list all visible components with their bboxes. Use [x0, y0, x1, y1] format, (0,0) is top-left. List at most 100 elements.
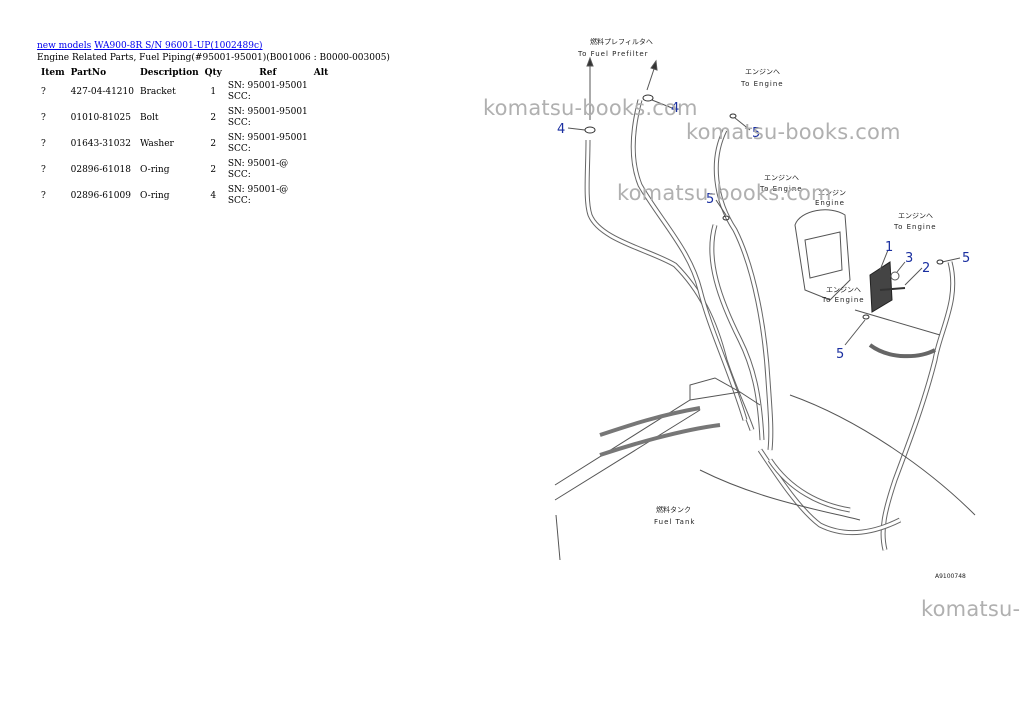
o-ring-part — [722, 215, 730, 221]
cell-alt — [311, 131, 337, 157]
header-ref: Ref — [259, 67, 277, 78]
ref-scc: SCC: — [227, 118, 251, 128]
bolt-part — [879, 287, 906, 291]
leader-line — [844, 319, 866, 346]
cell-item: ? — [41, 138, 46, 149]
cell-item: ? — [41, 190, 46, 201]
label-engine-en-1: To Engine — [740, 80, 784, 88]
cell-partno: 427-04-41210 — [70, 86, 134, 97]
tank-pipe — [599, 406, 701, 437]
callout-4: 4 — [671, 101, 679, 116]
callout-5: 5 — [706, 192, 714, 207]
label-engine-jp-1: エンジンへ — [745, 68, 780, 76]
cell-alt — [311, 183, 337, 209]
cell-item: ? — [41, 112, 46, 123]
fuel-hose-inner — [758, 449, 901, 535]
leader-line — [734, 117, 751, 131]
bracket-part — [869, 261, 893, 313]
fuel-hose-inner — [881, 261, 955, 551]
ref-scc: SCC: — [227, 92, 251, 102]
label-engine-en-4: To Engine — [821, 296, 865, 304]
o-ring-part — [584, 126, 596, 134]
leader-line — [896, 261, 906, 273]
cell-alt — [311, 157, 337, 183]
leader-line — [651, 99, 673, 109]
cell-description: Washer — [139, 138, 174, 149]
leader-line — [904, 267, 923, 286]
engine-block — [794, 209, 851, 301]
label-prefilter-jp: 燃料プレフィルタへ — [590, 37, 653, 46]
table-row: ? 02896-61018 O-ring 2 SN: 95001-@SCC: — [35, 157, 337, 183]
tank-outline — [689, 377, 741, 400]
table-row: ? 02896-61009 O-ring 4 SN: 95001-@SCC: — [35, 183, 337, 209]
parts-table: Item PartNo Description Qty Ref Alt ? 42… — [35, 66, 337, 209]
cell-partno: 02896-61018 — [70, 164, 131, 175]
cell-description: Bracket — [139, 86, 176, 97]
fuel-hose-inner — [768, 459, 851, 512]
leader-line — [941, 257, 961, 263]
tank-outline — [789, 394, 976, 516]
label-prefilter-en: To Fuel Prefilter — [577, 50, 649, 58]
fuel-hose — [880, 261, 956, 551]
header-partno: PartNo — [70, 67, 107, 78]
o-ring-part — [936, 259, 944, 265]
ref-sn: SN: 95001-95001 — [227, 107, 308, 117]
washer-part — [890, 271, 900, 281]
fuel-hose-inner — [714, 129, 773, 451]
label-engine-jp-4: エンジンへ — [826, 286, 861, 294]
cell-qty: 2 — [210, 138, 217, 149]
fuel-hose — [757, 448, 902, 536]
label-engine-en-2: To Engine — [759, 185, 803, 193]
cell-alt — [311, 105, 337, 131]
cell-partno: 01643-31032 — [70, 138, 131, 149]
leader-line — [567, 127, 586, 131]
tank-outline — [554, 409, 701, 501]
cell-description: O-ring — [139, 164, 170, 175]
o-ring-part — [729, 113, 737, 119]
arrow-line — [646, 65, 656, 91]
callout-5: 5 — [962, 251, 970, 266]
watermark: komatsu-books.com — [686, 120, 901, 144]
tank-pipe — [599, 423, 721, 457]
leader-line — [715, 199, 727, 216]
ref-sn: SN: 95001-95001 — [227, 81, 308, 91]
breadcrumb-link-new-models[interactable]: new models — [37, 41, 92, 51]
breadcrumb-link-model[interactable]: WA900-8R S/N 96001-UP(1002489c) — [94, 41, 263, 51]
callout-5: 5 — [752, 126, 760, 141]
cell-qty: 1 — [210, 86, 217, 97]
header-description: Description — [139, 67, 199, 78]
ref-scc: SCC: — [227, 196, 251, 206]
cell-description: O-ring — [139, 190, 170, 201]
label-tank-en: Fuel Tank — [654, 518, 695, 526]
callout-5: 5 — [836, 347, 844, 362]
page-title: Engine Related Parts, Fuel Piping(#95001… — [37, 53, 390, 63]
tank-outline — [555, 514, 561, 561]
cell-partno: 01010-81025 — [70, 112, 131, 123]
ref-scc: SCC: — [227, 170, 251, 180]
o-ring-part — [862, 314, 870, 320]
tank-outline — [554, 391, 761, 486]
leader-line — [879, 249, 889, 271]
leader-line — [854, 309, 941, 336]
cell-ref: SN: 95001-@SCC: — [225, 157, 311, 183]
fuel-hose-inner — [631, 99, 747, 421]
callout-1: 1 — [885, 240, 893, 255]
cell-alt — [311, 79, 337, 105]
fuel-piping-diagram: 燃料プレフィルタへ To Fuel Prefilter エンジンへ To Eng… — [554, 37, 976, 580]
cell-qty: 2 — [210, 164, 217, 175]
watermark: komatsu-books.com — [617, 181, 832, 205]
ref-sn: SN: 95001-@ — [227, 185, 289, 195]
cell-partno: 02896-61009 — [70, 190, 131, 201]
label-engine-jp-3: エンジンへ — [898, 212, 933, 220]
ref-sn: SN: 95001-95001 — [227, 133, 308, 143]
header-qty: Qty — [204, 67, 222, 78]
callout-2: 2 — [922, 261, 930, 276]
ref-scc: SCC: — [227, 144, 251, 154]
arrow-head-icon — [650, 59, 658, 71]
label-engine-en-3: To Engine — [893, 223, 937, 231]
